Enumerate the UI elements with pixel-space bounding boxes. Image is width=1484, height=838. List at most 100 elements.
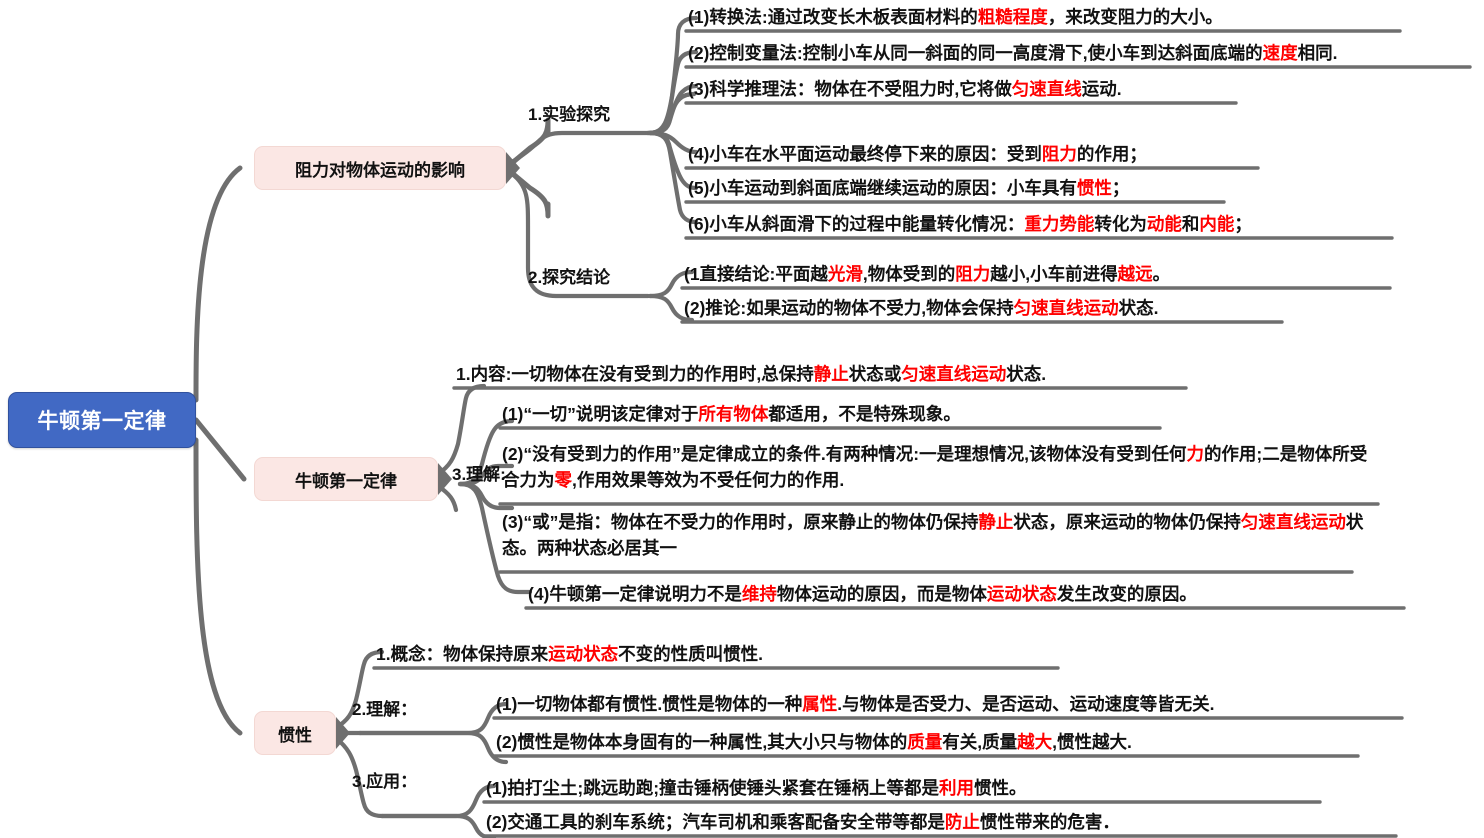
plain-text: (2)惯性是物体本身固有的一种属性,其大小只与物体的 xyxy=(496,732,908,752)
root-node[interactable]: 牛顿第一定律 xyxy=(8,392,196,448)
leaf-understanding-3[interactable]: (3)“或”是指：物体在不受力的作用时，原来静止的物体仍保持静止状态，原来运动的… xyxy=(502,509,1378,561)
highlighted-term: 匀速直线运动 xyxy=(1013,298,1119,318)
plain-text: 任何 xyxy=(1151,444,1187,464)
highlighted-term: 重力势能 xyxy=(1024,214,1095,234)
plain-text: 和 xyxy=(1181,214,1200,234)
root-node-label: 牛顿第一定律 xyxy=(37,410,167,433)
highlighted-term: 静止 xyxy=(813,364,849,384)
sub-label-inertia-application[interactable]: 3.应用： xyxy=(352,772,418,791)
leaf-energy-conversion[interactable]: (6)小车从斜面滑下的过程中能量转化情况：重力势能转化为动能和内能； xyxy=(688,211,1252,237)
leaf-inertia-understanding-1[interactable]: (1)一切物体都有惯性.惯性是物体的一种属性.与物体是否受力、是否运动、运动速度… xyxy=(496,691,1214,717)
plain-text: ,惯性越大. xyxy=(1052,732,1132,752)
plain-text: 发生改变的原因。 xyxy=(1056,584,1197,604)
highlighted-term: 零 xyxy=(554,470,573,490)
plain-text: (1)拍打尘土;跳远助跑;撞击锤柄使锤头紧套在锤柄上等都是 xyxy=(486,778,940,798)
plain-text: 状态或 xyxy=(848,364,902,384)
plain-text: (1直接结论:平面越 xyxy=(684,264,828,284)
leaf-control-variable-method[interactable]: (2)控制变量法:控制小车从同一斜面的同一高度滑下,使小车到达斜面底端的速度相同… xyxy=(688,40,1337,66)
leaf-inertia-understanding-2[interactable]: (2)惯性是物体本身固有的一种属性,其大小只与物体的质量有关,质量越大,惯性越大… xyxy=(496,729,1132,755)
highlighted-term: 力 xyxy=(1186,444,1204,464)
highlighted-term: 惯性 xyxy=(1076,178,1112,198)
highlighted-term: 匀速直线运动 xyxy=(901,364,1007,384)
leaf-car-continue-reason[interactable]: (5)小车运动到斜面底端继续运动的原因：小车具有惯性； xyxy=(688,175,1129,201)
plain-text: (4)牛顿第一定律说明力不是 xyxy=(528,584,742,604)
highlighted-term: 防止 xyxy=(944,812,980,832)
plain-text: ； xyxy=(1234,214,1252,234)
plain-text: 状态. xyxy=(1118,298,1159,318)
leaf-transform-method[interactable]: (1)转换法:通过改变长木板表面材料的粗糙程度，来改变阻力的大小。 xyxy=(688,4,1223,30)
plain-text: 的作用； xyxy=(1076,144,1147,164)
branch-node-resistance-effect[interactable]: 阻力对物体运动的影响 xyxy=(254,146,506,190)
plain-text: (6)小车从斜面滑下的过程中能量转化情况： xyxy=(688,214,1025,234)
sub-label-inertia-understanding[interactable]: 2.理解： xyxy=(352,700,418,719)
leaf-law-content[interactable]: 1.内容:一切物体在没有受到力的作用时,总保持静止状态或匀速直线运动状态. xyxy=(456,361,1046,387)
highlighted-term: 所有物体 xyxy=(698,404,769,424)
plain-text: 状态，原来运动的物体仍保持 xyxy=(1013,512,1241,532)
leaf-inertia-concept[interactable]: 1.概念：物体保持原来运动状态不变的性质叫惯性. xyxy=(376,641,763,667)
branch-node-label: 阻力对物体运动的影响 xyxy=(295,160,465,180)
plain-text: 1.概念：物体保持原来 xyxy=(376,644,549,664)
plain-text: (1)转换法:通过改变长木板表面材料的 xyxy=(688,7,978,27)
branch-node-inertia[interactable]: 惯性 xyxy=(254,711,336,755)
highlighted-term: 粗糙程度 xyxy=(977,7,1048,27)
plain-text: 惯性带来的危害． xyxy=(979,812,1120,832)
plain-text: (3)“或”是指：物体在不受力的作用时，原来静止的物体仍保持 xyxy=(502,512,979,532)
highlighted-term: 匀速直线运动 xyxy=(1240,512,1346,532)
sub-label-experiment-inquiry[interactable]: 1.实验探究 xyxy=(528,105,611,124)
plain-text: (4)小车在水平面运动最终停下来的原因：受到 xyxy=(688,144,1042,164)
highlighted-term: 属性 xyxy=(802,694,838,714)
plain-text: (2)“没有受到力的作用”是定律成立的条件.有两种情况:一是理想情况,该物体没有… xyxy=(502,444,1152,464)
leaf-car-stop-reason[interactable]: (4)小车在水平面运动最终停下来的原因：受到阻力的作用； xyxy=(688,141,1147,167)
branch-node-label: 牛顿第一定律 xyxy=(295,471,397,491)
leaf-inertia-application-2[interactable]: (2)交通工具的刹车系统；汽车司机和乘客配备安全带等都是防止惯性带来的危害． xyxy=(486,809,1120,835)
plain-text: 的作用;二是物体所受合力为 xyxy=(502,444,1368,490)
highlighted-term: 阻力 xyxy=(1041,144,1077,164)
plain-text: (2)交通工具的刹车系统；汽车司机和乘客配备安全带等都是 xyxy=(486,812,945,832)
plain-text: (1)“一切”说明该定律对于 xyxy=(502,404,699,424)
plain-text: 都适用，不是特殊现象。 xyxy=(768,404,961,424)
plain-text: (3)科学推理法：物体在不受阻力时,它将做 xyxy=(688,79,1012,99)
highlighted-term: 越远 xyxy=(1117,264,1153,284)
highlighted-term: 越大 xyxy=(1017,732,1053,752)
plain-text: 转化为 xyxy=(1094,214,1147,234)
leaf-inertia-application-1[interactable]: (1)拍打尘土;跳远助跑;撞击锤柄使锤头紧套在锤柄上等都是利用惯性。 xyxy=(486,775,1027,801)
leaf-understanding-2[interactable]: (2)“没有受到力的作用”是定律成立的条件.有两种情况:一是理想情况,该物体没有… xyxy=(502,441,1382,493)
plain-text: .与物体是否受力、是否运动、运动速度等皆无关. xyxy=(837,694,1215,714)
plain-text: ,作用效果等效为不受任何力的作用. xyxy=(572,470,845,490)
plain-text: (5)小车运动到斜面底端继续运动的原因：小车具有 xyxy=(688,178,1077,198)
plain-text: 不变的性质叫惯性. xyxy=(618,644,763,664)
sub-label-understanding[interactable]: 3.理解: xyxy=(452,465,506,484)
leaf-scientific-reasoning[interactable]: (3)科学推理法：物体在不受阻力时,它将做匀速直线运动. xyxy=(688,76,1122,102)
plain-text: 相同. xyxy=(1297,43,1338,63)
plain-text: (1)一切物体都有惯性.惯性是物体的一种 xyxy=(496,694,803,714)
plain-text: 物体运动的原因，而是物体 xyxy=(776,584,987,604)
branch-node-label: 惯性 xyxy=(278,725,312,745)
highlighted-term: 光滑 xyxy=(827,264,863,284)
leaf-direct-conclusion[interactable]: (1直接结论:平面越光滑,物体受到的阻力越小,小车前进得越远。 xyxy=(684,261,1170,287)
leaf-understanding-1[interactable]: (1)“一切”说明该定律对于所有物体都适用，不是特殊现象。 xyxy=(502,401,961,427)
branch-node-newton-first-law[interactable]: 牛顿第一定律 xyxy=(254,457,438,501)
plain-text: 。 xyxy=(1152,264,1171,284)
plain-text: 状态. xyxy=(1006,364,1047,384)
highlighted-term: 静止 xyxy=(978,512,1014,532)
plain-text: 状态。两种状态必居其一 xyxy=(502,512,1364,558)
highlighted-term: 匀速直线 xyxy=(1011,79,1082,99)
plain-text: 有关,质量 xyxy=(942,732,1018,752)
plain-text: (2)推论:如果运动的物体不受力,物体会保持 xyxy=(684,298,1014,318)
plain-text: 运动. xyxy=(1081,79,1122,99)
leaf-inference-conclusion[interactable]: (2)推论:如果运动的物体不受力,物体会保持匀速直线运动状态. xyxy=(684,295,1158,321)
plain-text: 越小,小车前进得 xyxy=(990,264,1118,284)
highlighted-term: 运动状态 xyxy=(986,584,1057,604)
highlighted-term: 阻力 xyxy=(955,264,991,284)
sub-label-inquiry-conclusion[interactable]: 2.探究结论 xyxy=(528,268,611,287)
highlighted-term: 速度 xyxy=(1262,43,1298,63)
plain-text: 惯性。 xyxy=(974,778,1027,798)
highlighted-term: 质量 xyxy=(907,732,943,752)
plain-text: ，来改变阻力的大小。 xyxy=(1047,7,1223,27)
leaf-understanding-4[interactable]: (4)牛顿第一定律说明力不是维持物体运动的原因，而是物体运动状态发生改变的原因。 xyxy=(528,581,1197,607)
highlighted-term: 运动状态 xyxy=(548,644,619,664)
plain-text: ； xyxy=(1111,178,1130,198)
highlighted-term: 利用 xyxy=(939,778,975,798)
plain-text: ,物体受到的 xyxy=(862,264,956,284)
